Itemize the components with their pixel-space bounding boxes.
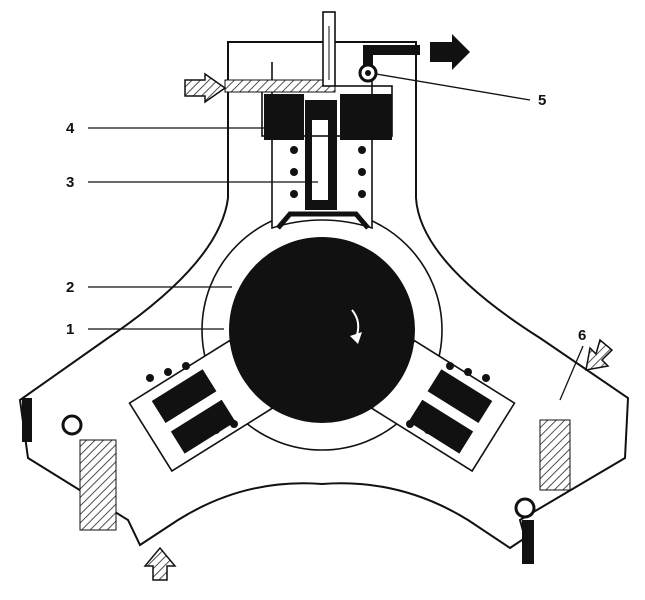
lower-spring-coils [146,362,490,440]
right-inlet-arrow-icon [585,338,614,371]
callout-6: 6 [578,327,586,344]
top-piston-shoe [276,211,370,230]
leader-lines [88,73,584,401]
right-valve-assembly [514,338,614,564]
top-spring-coils [290,146,366,198]
intake-channel [224,79,336,93]
left-valve-assembly [22,398,177,581]
left-inlet-arrow-icon [143,546,177,581]
inlet-arrow-icon [184,72,227,104]
rotation-arrowhead-icon [350,332,362,344]
left-cylinder [128,339,274,473]
callout-3: 3 [66,174,74,191]
leader-5 [375,73,531,101]
eccentric-cam [229,237,415,423]
outlet-arrow-icon [430,34,470,70]
callout-2: 2 [66,279,74,296]
callout-5: 5 [538,92,546,109]
outlet-pipe [363,45,420,70]
leader-6 [559,345,584,401]
callout-1: 1 [66,321,74,338]
callout-4: 4 [66,120,75,137]
